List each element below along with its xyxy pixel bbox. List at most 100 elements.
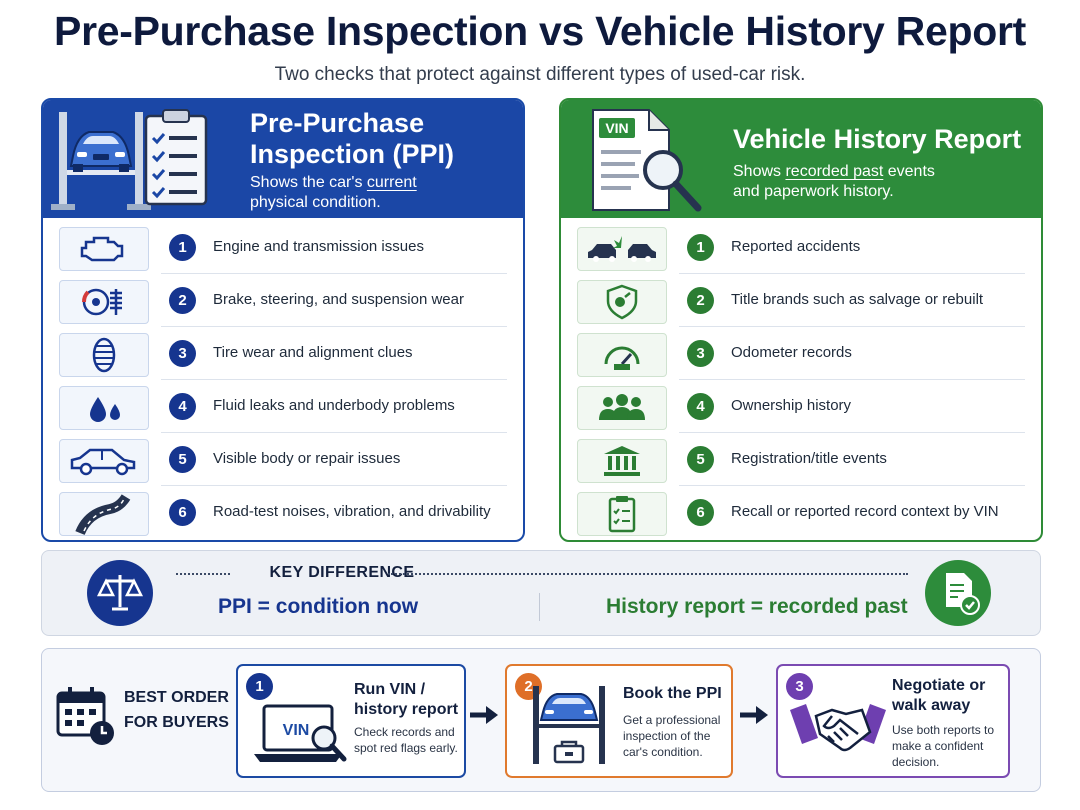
engine-icon (59, 227, 149, 271)
item-text: Reported accidents (731, 238, 861, 255)
car-lift-toolbox-icon (533, 686, 605, 764)
best-order-label-line2: FOR BUYERS (124, 714, 229, 731)
list-item: 5 Registration/title events (561, 434, 1041, 486)
item-text: Registration/title events (731, 450, 887, 467)
item-text: Recall or reported record context by VIN (731, 503, 999, 520)
ppi-header: Pre-Purchase Inspection (PPI) Shows the … (43, 100, 523, 218)
best-order-label: BEST ORDER FOR BUYERS (124, 685, 229, 735)
arrow-right-icon (740, 706, 768, 724)
brake-suspension-icon (59, 280, 149, 324)
tire-icon (59, 333, 149, 377)
title-shield-icon (577, 280, 667, 324)
calendar-clock-icon (56, 687, 114, 745)
list-item: 4 Fluid leaks and underbody problems (43, 381, 523, 433)
ppi-summary: PPI = condition now (218, 595, 419, 618)
step-desc-line3: decision. (892, 755, 940, 769)
key-difference-label: KEY DIFFERENCE (269, 564, 415, 581)
vhr-desc-tail: events (883, 163, 935, 180)
item-number: 6 (169, 499, 196, 526)
item-number: 6 (687, 499, 714, 526)
registry-building-icon (577, 439, 667, 483)
step-title-line1: Run VIN / (354, 681, 426, 698)
document-check-icon (925, 560, 991, 626)
vhr-description: Shows recorded past events and paperwork… (733, 162, 935, 202)
list-item: 3 Tire wear and alignment clues (43, 328, 523, 380)
ppi-title-line1: Pre-Purchase (250, 108, 425, 138)
step-description: Check records and spot red flags early. (354, 724, 458, 756)
item-number: 4 (169, 393, 196, 420)
item-number: 3 (169, 340, 196, 367)
clipboard-check-icon (577, 492, 667, 536)
item-text: Odometer records (731, 344, 852, 361)
road-icon (59, 492, 149, 536)
page-title: Pre-Purchase Inspection vs Vehicle Histo… (54, 8, 1026, 54)
fluid-drops-icon (59, 386, 149, 430)
item-text: Road-test noises, vibration, and drivabi… (213, 503, 491, 520)
ppi-title-line2: Inspection (PPI) (250, 139, 455, 169)
step-number: 1 (246, 673, 273, 700)
vhr-title: Vehicle History Report (733, 124, 1022, 154)
list-item: 6 Road-test noises, vibration, and driva… (43, 487, 523, 539)
list-item: 2 Title brands such as salvage or rebuil… (561, 275, 1041, 327)
list-item: 4 Ownership history (561, 381, 1041, 433)
car-crash-icon (577, 227, 667, 271)
step-title: Run VIN / history report (354, 680, 458, 720)
step-title-line2: walk away (892, 697, 971, 714)
vhr-desc-emphasis: recorded past (785, 163, 884, 180)
step-desc-line2: spot red flags early. (354, 741, 458, 755)
step-title-line1: Negotiate or (892, 677, 986, 694)
item-number: 2 (687, 287, 714, 314)
item-number: 1 (169, 234, 196, 261)
list-item: 1 Engine and transmission issues (43, 222, 523, 274)
vhr-panel: VIN Vehicle History Report Shows recorde… (559, 98, 1043, 542)
item-text: Tire wear and alignment clues (213, 344, 413, 361)
laptop-vin-icon: VIN (254, 704, 347, 762)
step-card-3: 3 Negotiate or walk away Use both report… (776, 664, 1010, 778)
item-number: 3 (687, 340, 714, 367)
step-desc-line2: make a confident (892, 739, 984, 753)
best-order-label-line1: BEST ORDER (124, 689, 229, 706)
list-item: 5 Visible body or repair issues (43, 434, 523, 486)
vin-badge: VIN (605, 120, 628, 136)
key-difference-band: KEY DIFFERENCE PPI = condition now Histo… (41, 550, 1041, 636)
step-title-line1: Book the PPI (623, 685, 722, 702)
item-number: 4 (687, 393, 714, 420)
vhr-summary: History report = recorded past (606, 595, 908, 618)
handshake-icon (790, 704, 886, 752)
scales-icon (87, 560, 153, 626)
step-title: Book the PPI (623, 684, 722, 704)
step-title-line2: history report (354, 701, 459, 718)
step-desc-line3: car's condition. (623, 745, 703, 759)
item-text: Visible body or repair issues (213, 450, 401, 467)
list-item: 2 Brake, steering, and suspension wear (43, 275, 523, 327)
step-desc-line1: Check records and (354, 725, 455, 739)
step-desc-line1: Use both reports to (892, 723, 995, 737)
item-text: Title brands such as salvage or rebuilt (731, 291, 984, 308)
item-text: Engine and transmission issues (213, 238, 424, 255)
step-desc-line2: inspection of the (623, 729, 711, 743)
step-desc-line1: Get a professional (623, 713, 721, 727)
step-number: 3 (786, 673, 813, 700)
ppi-desc-text: Shows the car's (250, 174, 367, 191)
car-body-icon (59, 439, 149, 483)
ppi-description: Shows the car's current physical conditi… (250, 173, 417, 213)
step-title: Negotiate or walk away (892, 676, 985, 716)
item-number: 2 (169, 287, 196, 314)
item-number: 5 (169, 446, 196, 473)
item-text: Brake, steering, and suspension wear (213, 291, 464, 308)
ppi-desc-line2: physical condition. (250, 194, 381, 211)
best-order-band: BEST ORDER FOR BUYERS 1 VIN Run VIN / hi… (41, 648, 1041, 792)
vin-document-icon: VIN (592, 109, 702, 212)
step-description: Use both reports to make a confident dec… (892, 722, 994, 770)
laptop-vin-text: VIN (283, 722, 310, 739)
ppi-desc-emphasis: current (366, 174, 417, 191)
arrow-right-icon (470, 706, 498, 724)
list-item: 1 Reported accidents (561, 222, 1041, 274)
car-lift-icon (51, 112, 151, 210)
page-subtitle: Two checks that protect against differen… (274, 64, 806, 85)
vhr-desc-text: Shows (733, 163, 786, 180)
ppi-panel: Pre-Purchase Inspection (PPI) Shows the … (41, 98, 525, 542)
step-card-2: 2 Book the PPI Get a professional inspec… (505, 664, 733, 778)
step-description: Get a professional inspection of the car… (623, 712, 720, 760)
item-text: Ownership history (731, 397, 852, 414)
